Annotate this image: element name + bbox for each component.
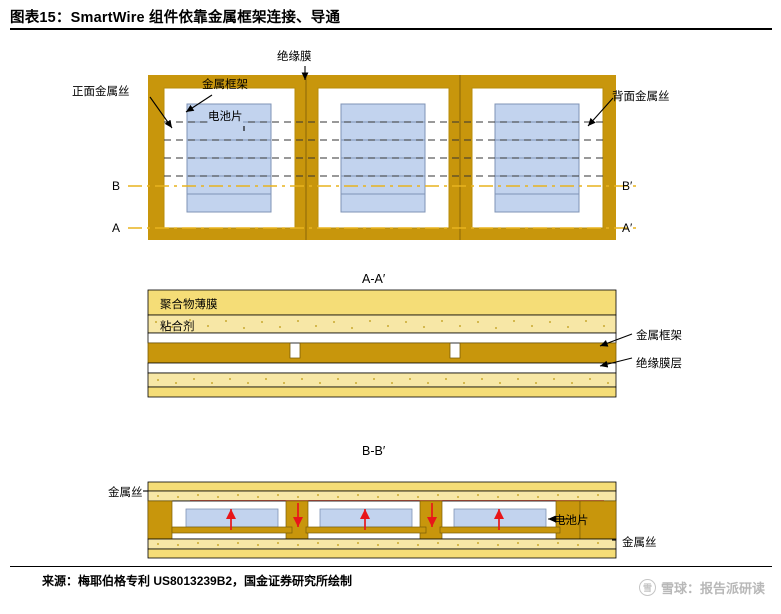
watermark-text: 雪球：报告派研读 [660,581,765,596]
label-section-a-left: A [112,221,121,235]
label-metal-wire-top: 金属丝 [108,487,143,499]
label-metal-frame-top: 金属框架 [202,79,248,91]
top-view-leaders [149,66,614,131]
label-cell-piece-top: 电池片 [208,108,243,124]
label-insulation-film: 绝缘膜 [277,51,312,63]
section-bb-group [143,481,617,559]
watermark: 雪 雪球：报告派研读 [638,578,765,597]
bb-bottom-adhesive [147,538,617,550]
label-cell-piece-bb: 电池片 [554,515,589,527]
section-bb-leaders [143,490,616,541]
aa-bottom-film [147,386,617,398]
label-adhesive: 粘合剂 [160,321,195,333]
page-title: 图表15：SmartWire 组件依靠金属框架连接、导通 [10,6,772,27]
section-bb-title: B-B′ [362,444,386,458]
source-note: 来源：梅耶伯格专利 US8013239B2，国金证券研究所绘制 [42,574,353,588]
label-section-a-right: A′ [622,221,633,235]
label-front-metal-wire: 正面金属丝 [72,86,130,98]
label-polymer-film: 聚合物薄膜 [160,299,218,311]
label-section-b-right: B′ [622,179,633,193]
aa-adhesive-top [147,314,617,334]
bb-top-film [147,481,617,492]
bb-bottom-film [147,548,617,559]
label-back-metal-wire: 背面金属丝 [612,91,670,103]
section-aa-leaders [599,333,633,368]
aa-adhesive-texture [155,319,609,384]
section-aa-group [147,289,633,398]
aa-adhesive-bottom [147,372,617,388]
bb-adhesive-texture [157,494,599,546]
label-metal-wire-bottom: 金属丝 [622,537,657,549]
bb-current-arrows [225,503,505,530]
top-view-frame-bars [305,75,461,240]
label-insulation-layer: 绝缘膜层 [636,358,682,370]
aa-gap-top [147,332,617,344]
bb-cells [185,508,547,528]
label-section-b-left: B [112,179,121,193]
aa-gap-bottom [147,362,617,374]
aa-polymer-film [147,289,617,316]
page-title-text: 图表15：SmartWire 组件依靠金属框架连接、导通 [10,10,341,26]
title-divider [10,28,772,30]
label-metal-frame-aa: 金属框架 [636,330,682,342]
bb-connectors [171,526,561,534]
top-view-group [128,66,636,240]
section-aa-title: A-A′ [362,272,386,286]
bb-top-adhesive [147,490,617,502]
footer-divider [10,566,772,567]
snowball-logo-icon: 雪 [638,579,656,596]
